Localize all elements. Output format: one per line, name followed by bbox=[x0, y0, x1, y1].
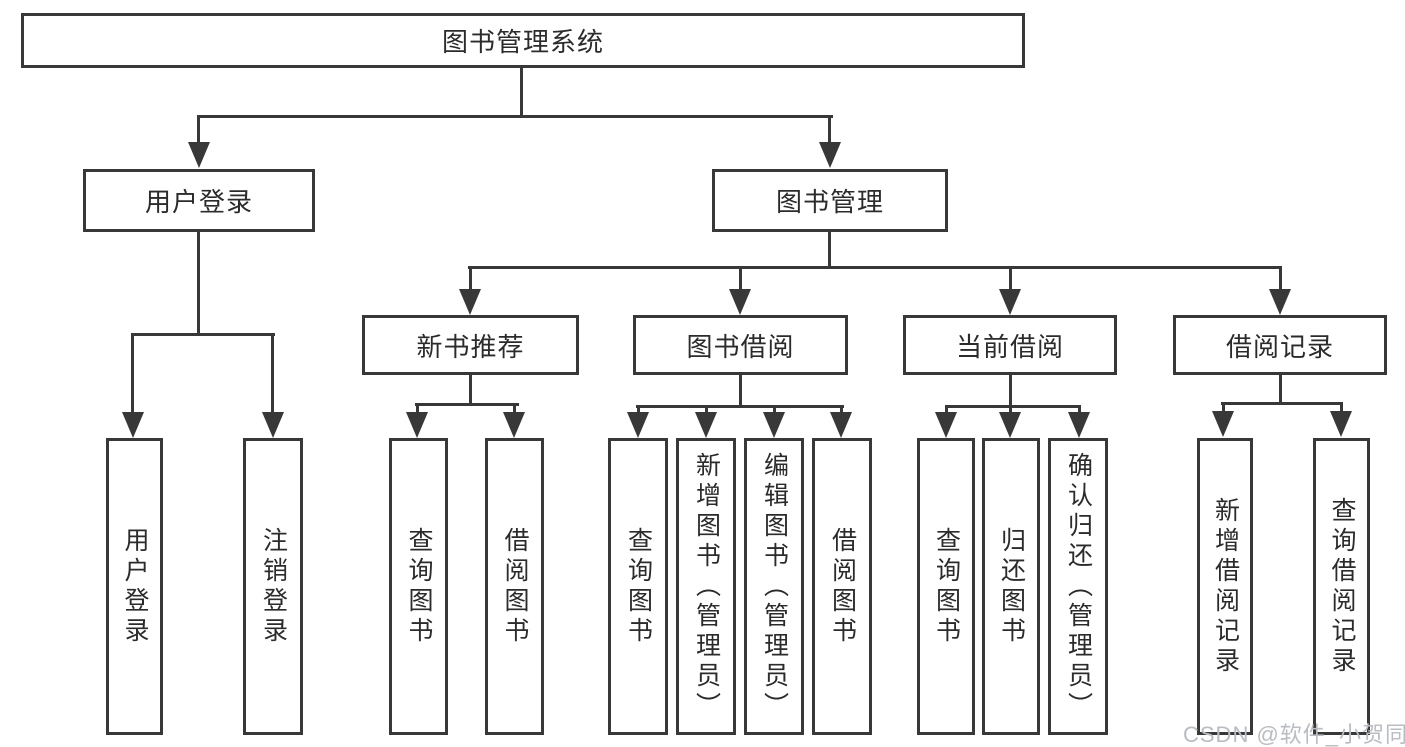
node-borrow-records-label: 借阅记录 bbox=[1225, 331, 1334, 362]
leaf-label: 编辑图书（管理员） bbox=[760, 451, 789, 722]
connector-stem bbox=[1009, 266, 1012, 292]
node-root-label: 图书管理系统 bbox=[441, 27, 604, 57]
leaf-label: 查询图书 bbox=[624, 526, 653, 647]
arrowhead-down-icon bbox=[729, 289, 751, 315]
leaf-label: 归还图书 bbox=[997, 526, 1026, 647]
connector-root-stem bbox=[520, 67, 523, 118]
connector-current-stem bbox=[1009, 375, 1012, 407]
connector-book-management-rail bbox=[468, 266, 1282, 269]
leaf-borrow-edit-books-admin: 编辑图书（管理员） bbox=[744, 438, 804, 735]
arrowhead-down-icon bbox=[188, 142, 210, 168]
connector-stem bbox=[131, 333, 134, 415]
arrowhead-down-icon bbox=[1269, 289, 1291, 315]
connector-book-management-stem bbox=[828, 232, 831, 269]
arrowhead-down-icon bbox=[503, 412, 525, 438]
connector-stem bbox=[1279, 266, 1282, 292]
arrowhead-down-icon bbox=[262, 412, 284, 438]
connector-stem bbox=[513, 403, 516, 418]
connector-stem bbox=[739, 266, 742, 292]
connector-stem bbox=[1340, 402, 1343, 414]
leaf-label: 借阅图书 bbox=[828, 526, 857, 647]
connector-user-login-stem bbox=[197, 232, 200, 335]
connector-recommend-rail bbox=[415, 403, 519, 406]
connector-borrow-rail bbox=[636, 405, 844, 408]
leaf-logout: 注销登录 bbox=[243, 438, 303, 735]
leaf-label: 新增图书（管理员） bbox=[692, 451, 721, 722]
leaf-label: 用户登录 bbox=[121, 526, 149, 647]
connector-stem bbox=[705, 405, 708, 417]
arrowhead-down-icon bbox=[1330, 411, 1352, 437]
leaf-label: 确认归还（管理员） bbox=[1064, 451, 1093, 722]
node-book-management: 图书管理 bbox=[712, 169, 948, 232]
leaf-records-query-record: 查询借阅记录 bbox=[1313, 438, 1370, 735]
connector-records-rail bbox=[1221, 402, 1343, 405]
csdn-watermark: CSDN @软件_小贺同学 bbox=[1183, 722, 1405, 747]
node-user-login: 用户登录 bbox=[83, 169, 315, 232]
connector-stem bbox=[469, 266, 472, 292]
connector-current-rail bbox=[945, 405, 1081, 408]
leaf-label: 注销登录 bbox=[259, 526, 288, 647]
leaf-user-login: 用户登录 bbox=[106, 438, 163, 735]
connector-stem bbox=[1078, 405, 1081, 417]
connector-stem bbox=[1222, 402, 1225, 414]
connector-borrow-stem bbox=[739, 375, 742, 407]
connector-root-rail bbox=[197, 115, 833, 118]
arrowhead-down-icon bbox=[1068, 412, 1090, 438]
connector-user-login-rail bbox=[131, 333, 275, 336]
node-borrow-records: 借阅记录 bbox=[1173, 315, 1387, 375]
connector-records-stem bbox=[1279, 375, 1282, 405]
connector-stem bbox=[416, 403, 419, 418]
arrowhead-down-icon bbox=[406, 412, 428, 438]
leaf-label: 查询图书 bbox=[405, 526, 433, 647]
connector-stem bbox=[945, 405, 948, 417]
arrowhead-down-icon bbox=[122, 412, 144, 438]
leaf-current-confirm-return-admin: 确认归还（管理员） bbox=[1048, 438, 1108, 735]
leaf-borrow-borrow-books: 借阅图书 bbox=[812, 438, 872, 735]
connector-stem bbox=[840, 405, 843, 417]
arrowhead-down-icon bbox=[819, 142, 841, 168]
node-book-management-label: 图书管理 bbox=[775, 187, 884, 217]
arrowhead-down-icon bbox=[459, 289, 481, 315]
node-new-book-recommend: 新书推荐 bbox=[362, 315, 579, 375]
connector-stem bbox=[773, 405, 776, 417]
node-current-borrow: 当前借阅 bbox=[903, 315, 1117, 375]
connector-stem bbox=[271, 333, 274, 415]
arrowhead-down-icon bbox=[627, 412, 649, 438]
connector-stem bbox=[828, 115, 831, 151]
node-book-borrow: 图书借阅 bbox=[633, 315, 848, 375]
leaf-label: 新增借阅记录 bbox=[1211, 496, 1240, 677]
connector-stem bbox=[197, 115, 200, 151]
leaf-borrow-add-books-admin: 新增图书（管理员） bbox=[676, 438, 736, 735]
leaf-records-add-record: 新增借阅记录 bbox=[1197, 438, 1253, 735]
leaf-label: 查询借阅记录 bbox=[1328, 496, 1356, 677]
arrowhead-down-icon bbox=[935, 412, 957, 438]
arrowhead-down-icon bbox=[830, 412, 852, 438]
arrowhead-down-icon bbox=[695, 412, 717, 438]
node-new-book-recommend-label: 新书推荐 bbox=[416, 331, 525, 362]
arrowhead-down-icon bbox=[1212, 411, 1234, 437]
connector-stem bbox=[1009, 405, 1012, 417]
leaf-label: 查询图书 bbox=[932, 526, 961, 647]
node-user-login-label: 用户登录 bbox=[144, 187, 253, 217]
leaf-recommend-query-books: 查询图书 bbox=[389, 438, 448, 735]
leaf-label: 借阅图书 bbox=[501, 526, 529, 647]
node-current-borrow-label: 当前借阅 bbox=[955, 331, 1064, 362]
connector-stem bbox=[637, 405, 640, 417]
leaf-recommend-borrow-books: 借阅图书 bbox=[485, 438, 544, 735]
arrowhead-down-icon bbox=[763, 412, 785, 438]
leaf-current-return-books: 归还图书 bbox=[982, 438, 1040, 735]
leaf-current-query-books: 查询图书 bbox=[917, 438, 975, 735]
arrowhead-down-icon bbox=[999, 412, 1021, 438]
arrowhead-down-icon bbox=[999, 289, 1021, 315]
leaf-borrow-query-books: 查询图书 bbox=[608, 438, 668, 735]
node-book-borrow-label: 图书借阅 bbox=[686, 331, 795, 362]
node-root: 图书管理系统 bbox=[21, 13, 1025, 68]
connector-recommend-stem bbox=[469, 375, 472, 406]
